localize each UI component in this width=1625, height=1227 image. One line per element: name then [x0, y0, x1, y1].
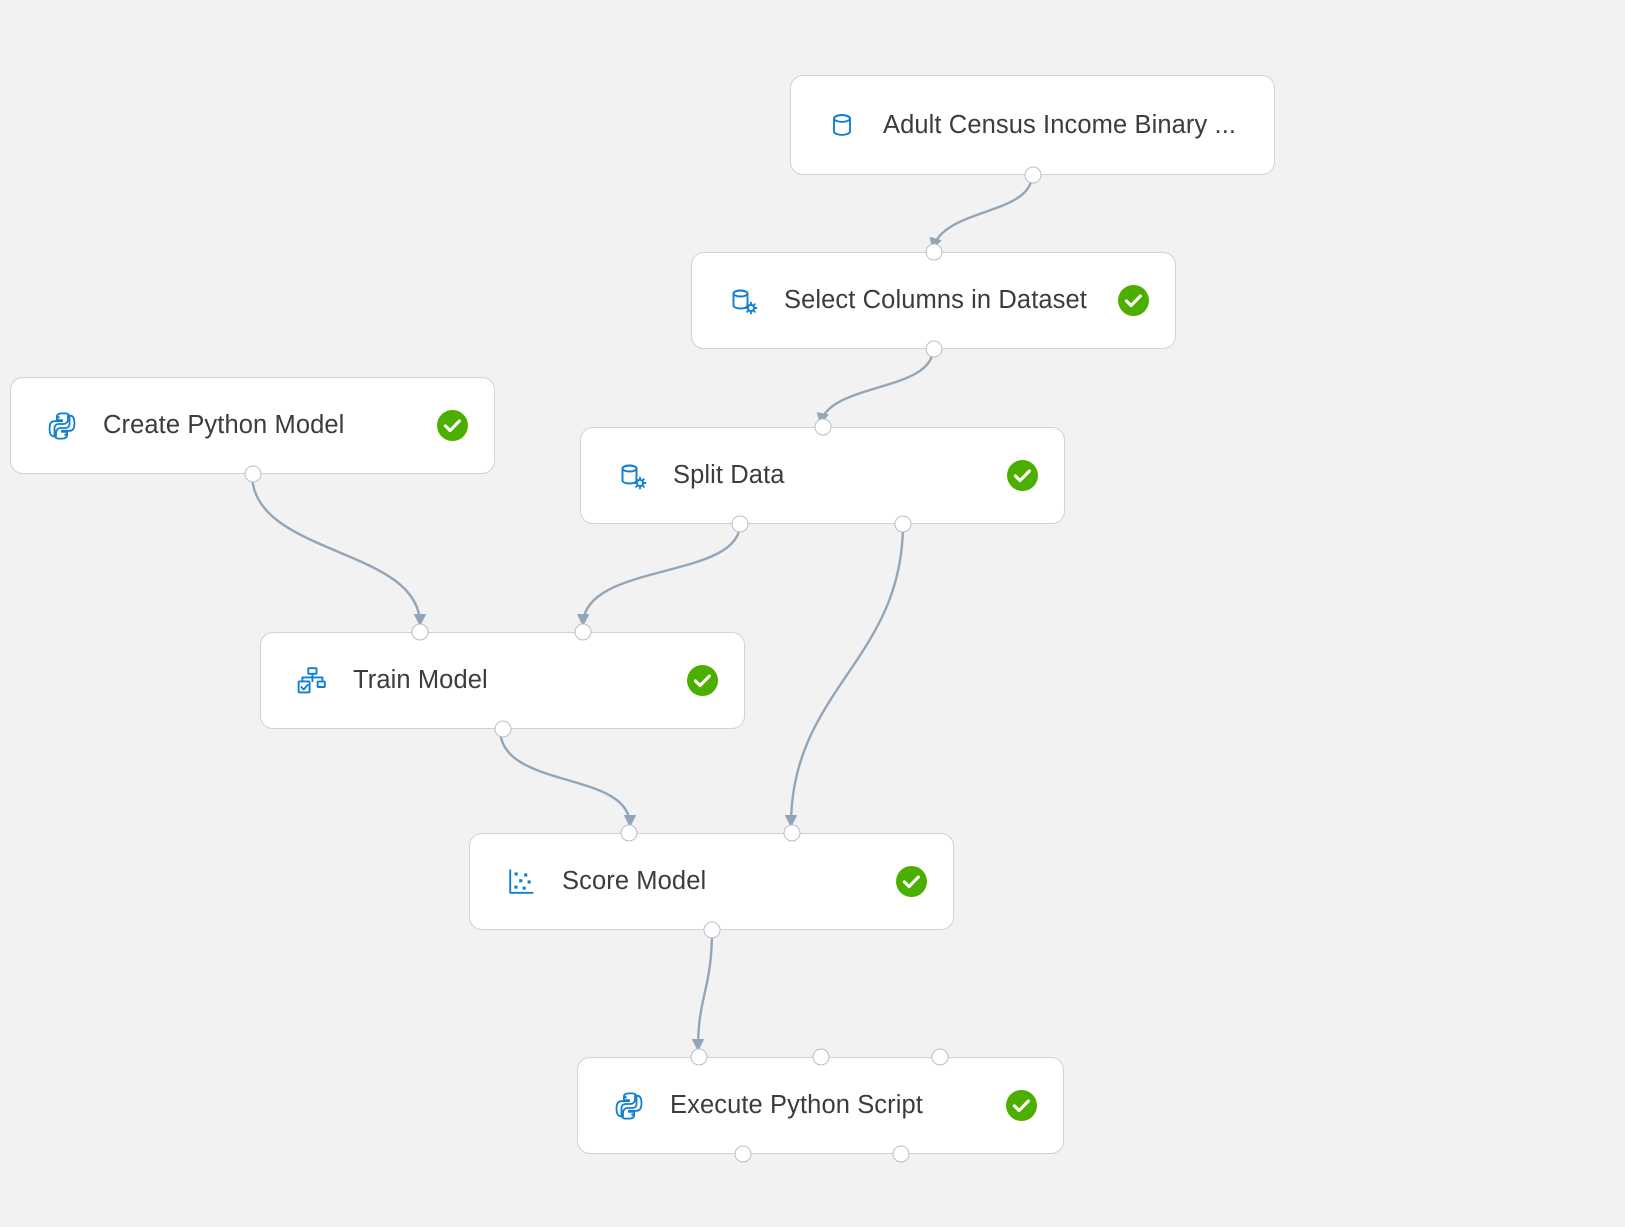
- input-port[interactable]: [783, 824, 801, 842]
- output-port[interactable]: [494, 720, 511, 738]
- input-port[interactable]: [812, 1048, 829, 1066]
- pipeline-node-adult-census-income-binary[interactable]: Adult Census Income Binary ...: [790, 75, 1275, 175]
- pipeline-edge[interactable]: [784, 523, 905, 828]
- status-badge-completed: [687, 665, 718, 696]
- output-port[interactable]: [894, 515, 912, 533]
- output-port[interactable]: [734, 1145, 752, 1163]
- pipeline-edge[interactable]: [498, 728, 637, 828]
- node-label: Execute Python Script: [670, 1091, 923, 1119]
- node-label: Select Columns in Dataset: [784, 286, 1087, 314]
- status-badge-completed: [1006, 1090, 1037, 1121]
- input-port[interactable]: [931, 1048, 949, 1066]
- pipeline-edge[interactable]: [816, 348, 935, 426]
- output-port[interactable]: [892, 1145, 910, 1163]
- database-settings-icon: [615, 459, 649, 493]
- input-port[interactable]: [925, 243, 942, 261]
- scatter-plot-icon: [504, 865, 538, 899]
- input-port[interactable]: [690, 1048, 708, 1066]
- status-badge-completed: [437, 410, 468, 441]
- database-settings-icon: [726, 284, 760, 318]
- input-port[interactable]: [411, 623, 429, 641]
- input-port[interactable]: [574, 623, 592, 641]
- pipeline-node-score-model[interactable]: Score Model: [469, 833, 954, 930]
- database-icon: [825, 108, 859, 142]
- node-label: Create Python Model: [103, 411, 345, 439]
- status-badge-completed: [1118, 285, 1149, 316]
- output-port[interactable]: [925, 340, 942, 358]
- input-port[interactable]: [620, 824, 638, 842]
- output-port[interactable]: [1024, 166, 1041, 184]
- status-badge-completed: [896, 866, 927, 897]
- pipeline-node-select-columns-in-dataset[interactable]: Select Columns in Dataset: [691, 252, 1176, 349]
- output-port[interactable]: [731, 515, 749, 533]
- train-model-icon: [295, 664, 329, 698]
- pipeline-edge[interactable]: [250, 473, 427, 627]
- output-port[interactable]: [703, 921, 720, 939]
- python-icon: [45, 409, 79, 443]
- pipeline-edge[interactable]: [929, 174, 1034, 251]
- status-badge-completed: [1007, 460, 1038, 491]
- node-label: Score Model: [562, 867, 707, 895]
- node-label: Train Model: [353, 666, 488, 694]
- output-port[interactable]: [244, 465, 261, 483]
- node-label: Split Data: [673, 461, 785, 489]
- pipeline-edge[interactable]: [576, 523, 742, 627]
- pipeline-node-train-model[interactable]: Train Model: [260, 632, 745, 729]
- pipeline-node-execute-python-script[interactable]: Execute Python Script: [577, 1057, 1064, 1154]
- python-icon: [612, 1089, 646, 1123]
- pipeline-node-split-data[interactable]: Split Data: [580, 427, 1065, 524]
- pipeline-node-create-python-model[interactable]: Create Python Model: [10, 377, 495, 474]
- node-label: Adult Census Income Binary ...: [883, 110, 1237, 139]
- input-port[interactable]: [814, 418, 831, 436]
- pipeline-edge[interactable]: [691, 929, 714, 1052]
